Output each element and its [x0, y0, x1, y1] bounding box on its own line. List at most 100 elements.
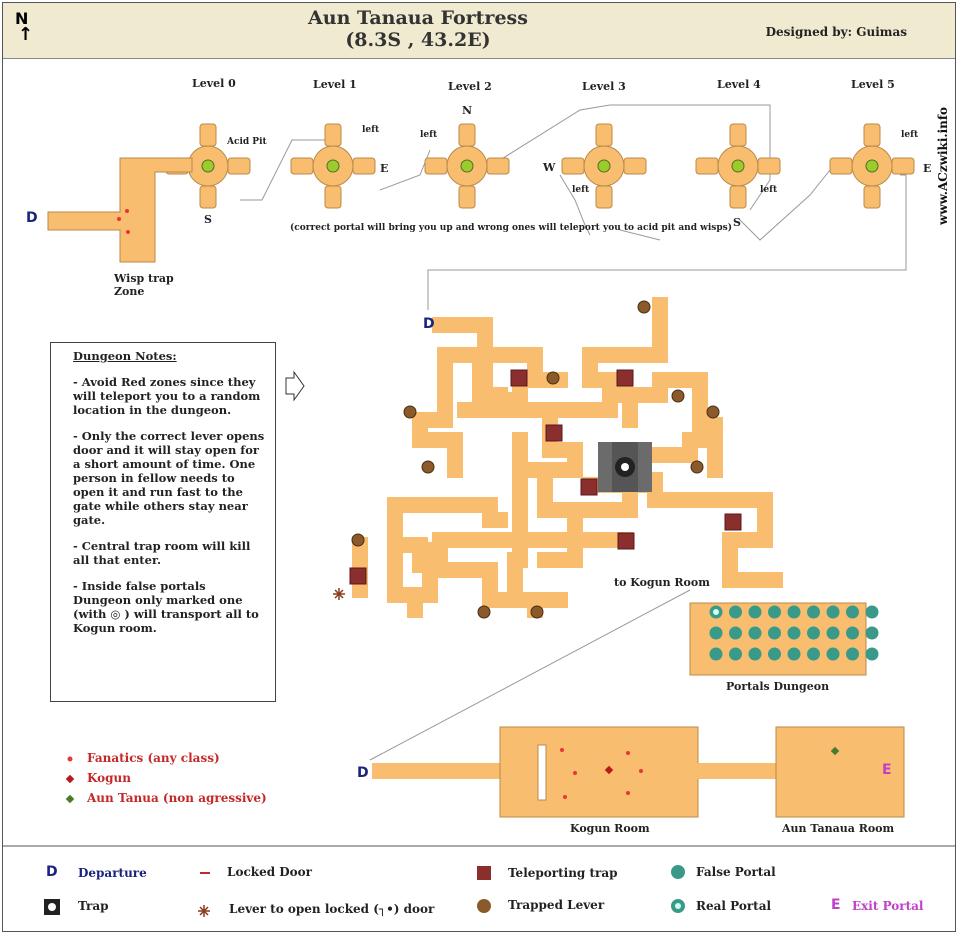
level5-east: E: [923, 162, 932, 175]
legend-trapped-lever: Trapped Lever: [508, 898, 605, 912]
mob-legend-fanatics: Fanatics (any class): [87, 751, 220, 765]
legend-real-portal: Real Portal: [696, 899, 772, 913]
legend-teleporting-trap: Teleporting trap: [508, 866, 618, 880]
departure-marker-2: D: [423, 316, 435, 332]
note-item: - Central trap room will kill all that e…: [73, 539, 251, 567]
false-portal: [748, 626, 762, 640]
level-label-4: Level 4: [717, 78, 761, 91]
wisp-zone-label: Wisp trap Zone: [114, 272, 174, 298]
kogun-room: [499, 726, 699, 818]
level1-east: E: [380, 162, 389, 175]
legend-false-portal: False Portal: [696, 865, 776, 879]
legend-icons: [44, 865, 685, 917]
locked-door-lever: [333, 588, 345, 600]
false-portal: [826, 605, 840, 619]
designer-credit: Designed by: Guimas: [765, 25, 907, 39]
aun-room-label: Aun Tanaua Room: [782, 822, 895, 835]
false-portal: [768, 605, 781, 619]
map-title: Aun Tanaua Fortress: [308, 7, 528, 29]
level-label-5: Level 5: [851, 78, 895, 91]
portal-grid: [709, 605, 879, 661]
level-label-2: Level 2: [448, 80, 492, 93]
trapped-levers: [351, 300, 720, 619]
false-portal: [787, 647, 801, 661]
level5-left: left: [901, 130, 919, 140]
kogun-fanatics: [560, 748, 643, 799]
level4-left: left: [760, 185, 778, 195]
false-portal: [729, 647, 742, 661]
central-trap-room: [598, 442, 652, 492]
false-portal: [748, 605, 762, 619]
level2-north: N: [462, 104, 473, 117]
false-portal: [826, 647, 840, 661]
false-portal: [807, 647, 820, 661]
level-connectors: [240, 104, 907, 761]
legend-lever: Lever to open locked (┐•) door: [229, 902, 435, 916]
level2-left: left: [420, 130, 438, 140]
aun-tanaua-room: [775, 726, 905, 818]
false-portal: [865, 647, 879, 661]
legend-departure-symbol: D: [46, 864, 58, 880]
level3-left: left: [572, 185, 590, 195]
to-kogun-label: to Kogun Room: [614, 576, 710, 589]
level-label-3: Level 3: [582, 80, 626, 93]
false-portal: [787, 605, 801, 619]
false-portal: [748, 647, 762, 661]
acid-pits: [201, 159, 879, 173]
level4-south: S: [733, 216, 741, 229]
note-item: - Only the correct lever opens door and …: [73, 429, 265, 527]
false-portal: [807, 626, 820, 640]
dungeon-notes: Dungeon Notes: - Avoid Red zones since t…: [50, 342, 276, 702]
false-portal: [729, 626, 742, 640]
level1-left: left: [362, 125, 380, 135]
legend-departure: Departure: [78, 866, 147, 880]
legend-trap: Trap: [78, 899, 109, 913]
false-portal: [807, 605, 820, 619]
false-portal: [787, 626, 801, 640]
note-item: - Avoid Red zones since they will telepo…: [73, 375, 261, 417]
portals-dungeon-label: Portals Dungeon: [726, 680, 830, 693]
false-portal: [709, 647, 723, 661]
kogun-room-label: Kogun Room: [570, 822, 650, 835]
level-label-0: Level 0: [192, 77, 236, 90]
false-portal: [846, 647, 859, 661]
false-portal: [865, 605, 879, 619]
fanatic-markers-l0: [117, 209, 130, 234]
false-portal: [768, 647, 781, 661]
departure-marker-3: D: [357, 765, 369, 781]
maze-corridors: [352, 297, 783, 618]
kogun-aun-rooms: [372, 726, 905, 818]
level-label-1: Level 1: [313, 78, 357, 91]
north-letter: N: [15, 9, 29, 28]
false-portal: [826, 626, 840, 640]
level-nodes: [47, 123, 915, 263]
acid-pit-label: Acid Pit: [227, 137, 267, 147]
mob-legend-markers: [65, 756, 75, 804]
portal-note: (correct portal will bring you up and wr…: [290, 223, 732, 233]
real-portal-center: [713, 609, 719, 615]
false-portal: [865, 626, 879, 640]
notes-arrow-icon: [285, 370, 305, 402]
kogun-marker: [604, 765, 614, 775]
departure-marker-1: D: [26, 210, 38, 226]
level0-south: S: [204, 213, 212, 226]
note-item: - Inside false portals Dungeon only mark…: [73, 579, 259, 635]
false-portal: [846, 605, 859, 619]
exit-portal-marker: E: [882, 762, 892, 778]
aun-tanua-marker: [830, 746, 840, 756]
teleport-traps: [349, 369, 742, 585]
legend-locked-door: Locked Door: [227, 865, 313, 879]
level3-west: W: [543, 161, 556, 174]
north-arrow-icon: ↑: [18, 24, 34, 45]
mob-legend-kogun: Kogun: [87, 771, 132, 785]
mob-legend-aun: Aun Tanua (non agressive): [87, 791, 267, 805]
false-portal: [729, 605, 742, 619]
false-portal: [846, 626, 859, 640]
false-portal: [768, 626, 781, 640]
false-portal: [709, 626, 723, 640]
legend-exit-symbol: E: [831, 897, 841, 913]
level0-corridor: [47, 157, 193, 263]
header-bar: N ↑ Aun Tanaua Fortress (8.3S , 43.2E) D…: [3, 3, 955, 59]
